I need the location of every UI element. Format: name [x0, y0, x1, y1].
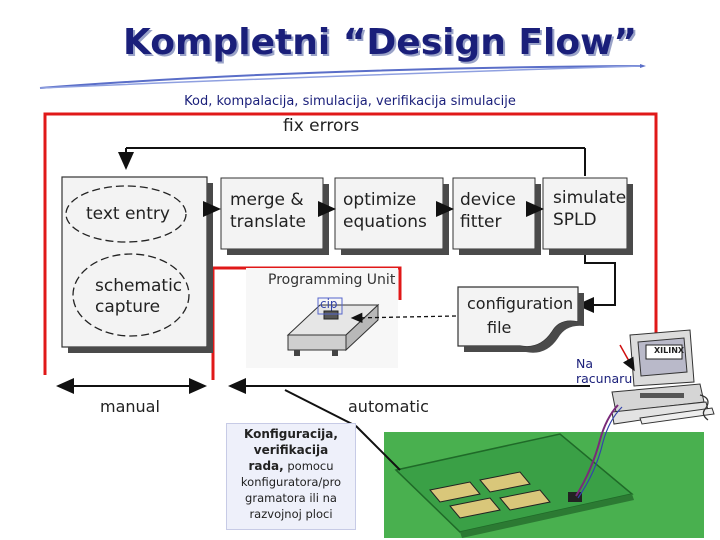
entry-container	[61, 176, 208, 348]
note-rest-3: gramatora ili na	[245, 491, 337, 505]
note-bold-2: verifikacija	[253, 443, 329, 457]
schematic-capture-ellipse	[72, 253, 190, 337]
manual-label: manual	[100, 397, 160, 416]
text-entry-label: text entry	[86, 204, 170, 224]
note-rest-1: pomocu	[283, 459, 334, 473]
optimize-label: optimize	[343, 190, 417, 210]
page-title: Kompletni “Design Flow”	[123, 22, 637, 63]
xilinx-logo-text: XILINX	[654, 346, 685, 355]
chip-label: cip	[320, 297, 338, 311]
programmer-device	[286, 303, 380, 356]
fitter-label: fitter	[460, 212, 502, 232]
file-label: file	[487, 318, 512, 337]
spld-label: SPLD	[553, 210, 597, 230]
device-label: device	[460, 190, 516, 210]
equations-label: equations	[343, 212, 427, 232]
na-racunaru-line1: Na	[576, 356, 594, 371]
note-rest-4: razvojnoj ploci	[249, 507, 333, 521]
note-bold-1: Konfiguracija,	[244, 427, 338, 441]
programming-unit-label: Programming Unit	[268, 272, 396, 288]
board-cable	[575, 404, 619, 497]
fix-errors-label: fix errors	[283, 116, 360, 136]
automatic-label: automatic	[348, 397, 429, 416]
optimize-equations-box	[334, 177, 444, 250]
red-outline	[43, 112, 658, 380]
device-fitter-box	[452, 177, 536, 250]
chip-highlight	[317, 297, 343, 315]
configuration-note: Konfiguracija, verifikacija rada, pomocu…	[226, 423, 356, 530]
computer-illustration	[611, 329, 715, 425]
simulate-label: simulate	[553, 188, 627, 208]
configuration-label: configuration	[467, 294, 574, 313]
text-entry-ellipse	[65, 185, 187, 243]
board-chips	[429, 471, 582, 519]
na-racunaru-label: Na racunaru	[576, 356, 632, 386]
schematic-label: schematic	[95, 276, 183, 296]
translate-label: translate	[230, 212, 306, 232]
merge-label: merge &	[230, 190, 304, 210]
note-bold-3: rada,	[248, 459, 284, 473]
na-racunaru-line2: racunaru	[576, 371, 633, 386]
subtitle: Kod, kompalacija, simulacija, verifikaci…	[184, 94, 516, 109]
capture-label: capture	[95, 297, 161, 317]
simulate-spld-box	[542, 177, 628, 250]
note-rest-2: konfiguratora/pro	[240, 475, 342, 489]
